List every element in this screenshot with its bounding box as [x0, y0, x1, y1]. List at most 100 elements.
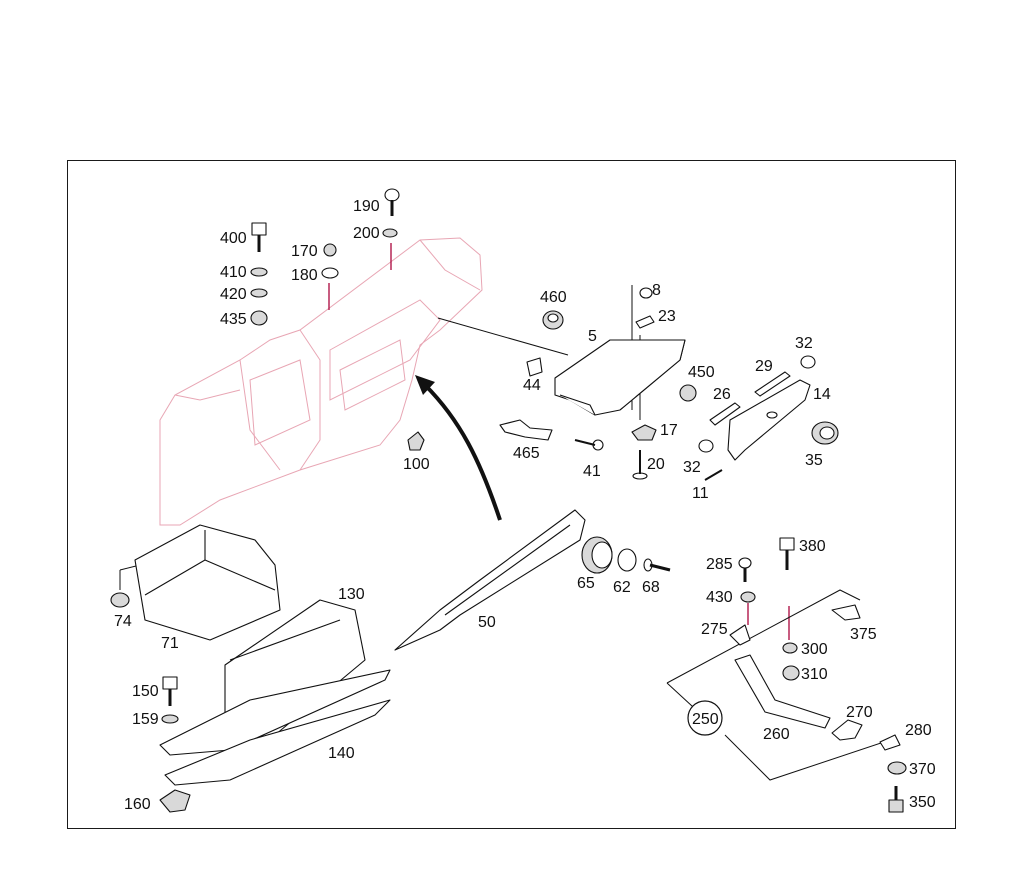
label-465: 465 — [513, 445, 540, 462]
label-62: 62 — [613, 579, 631, 596]
nut-170 — [323, 243, 337, 257]
label-260: 260 — [763, 726, 790, 743]
label-450: 450 — [688, 364, 715, 381]
label-310: 310 — [801, 666, 828, 683]
label-140: 140 — [328, 745, 355, 762]
clip-23 — [635, 315, 655, 329]
hinge-26 — [709, 402, 741, 426]
screw-285 — [738, 557, 752, 582]
label-160: 160 — [124, 796, 151, 813]
washer-420 — [250, 288, 268, 298]
leader-5 — [437, 317, 569, 356]
label-400: 400 — [220, 230, 247, 247]
label-50: 50 — [478, 614, 496, 631]
label-159: 159 — [132, 711, 159, 728]
label-250: 250 — [692, 711, 719, 728]
bumper-460 — [542, 310, 564, 330]
clip-100 — [407, 431, 425, 451]
nut-74 — [110, 592, 130, 608]
rivet-icon — [698, 355, 816, 453]
bolt-68 — [643, 558, 671, 572]
clip-275 — [729, 624, 751, 646]
washer-410 — [250, 267, 268, 277]
label-460: 460 — [540, 289, 567, 306]
label-8: 8 — [652, 282, 661, 299]
label-74: 74 — [114, 613, 132, 630]
label-375: 375 — [850, 626, 877, 643]
washer-370 — [887, 761, 907, 775]
label-29: 29 — [755, 358, 773, 375]
label-300: 300 — [801, 641, 828, 658]
clip-44 — [526, 357, 543, 377]
label-130: 130 — [338, 586, 365, 603]
assembly-arrow — [423, 383, 502, 521]
nut-310 — [782, 665, 800, 681]
glovebox-housing — [554, 339, 686, 416]
callout-circle-250 — [687, 700, 723, 736]
label-435: 435 — [220, 311, 247, 328]
label-35: 35 — [805, 452, 823, 469]
label-44: 44 — [523, 377, 541, 394]
clip-180 — [321, 267, 339, 279]
label-430: 430 — [706, 589, 733, 606]
label-5: 5 — [588, 328, 597, 345]
label-410: 410 — [220, 264, 247, 281]
label-420: 420 — [220, 286, 247, 303]
clip-280 — [879, 734, 901, 751]
label-170: 170 — [291, 243, 318, 260]
assembly-arrow-head — [415, 375, 435, 395]
label-180: 180 — [291, 267, 318, 284]
screw-41 — [574, 439, 604, 451]
label-20: 20 — [647, 456, 665, 473]
label-270: 270 — [846, 704, 873, 721]
label-71: 71 — [161, 635, 179, 652]
dashboard-ghost-outline — [159, 237, 483, 526]
bolt-150 — [162, 676, 178, 706]
leader-375 — [666, 589, 861, 684]
label-65: 65 — [577, 575, 595, 592]
label-285: 285 — [706, 556, 733, 573]
diagram-frame — [67, 160, 956, 829]
label-26: 26 — [713, 386, 731, 403]
label-200: 200 — [353, 225, 380, 242]
label-100: 100 — [403, 456, 430, 473]
cap-62 — [617, 548, 637, 572]
clip-8 — [639, 287, 653, 299]
tray-71 — [134, 524, 281, 641]
bolt-380 — [779, 537, 795, 570]
clip-270 — [831, 719, 863, 741]
bracket-375 — [831, 604, 861, 621]
clip-160 — [159, 789, 191, 813]
label-380: 380 — [799, 538, 826, 555]
trim-50 — [394, 509, 586, 651]
nut-435 — [250, 310, 268, 326]
label-68: 68 — [642, 579, 660, 596]
pin-11 — [704, 469, 723, 481]
cap-65 — [581, 536, 613, 574]
label-350: 350 — [909, 794, 936, 811]
bracket-465 — [499, 419, 553, 441]
bolt-350 — [888, 786, 904, 813]
label-11: 11 — [692, 485, 709, 502]
screw-20 — [632, 450, 648, 480]
screw-190 — [384, 188, 400, 216]
label-190: 190 — [353, 198, 380, 215]
label-370: 370 — [909, 761, 936, 778]
label-275: 275 — [701, 621, 728, 638]
nut-450 — [679, 384, 697, 402]
washer-200 — [382, 228, 398, 238]
arm-260 — [734, 654, 831, 729]
label-23: 23 — [658, 308, 676, 325]
label-41: 41 — [583, 463, 601, 480]
glovebox-lid — [727, 379, 811, 461]
label-17: 17 — [660, 422, 678, 439]
hinge-29 — [754, 371, 791, 397]
panel-140 — [159, 669, 391, 786]
label-14: 14 — [813, 386, 831, 403]
leader-250b — [724, 734, 891, 781]
lock-icon — [811, 421, 839, 445]
label-150: 150 — [132, 683, 159, 700]
washer-430 — [740, 591, 756, 603]
clip-17 — [631, 424, 657, 441]
